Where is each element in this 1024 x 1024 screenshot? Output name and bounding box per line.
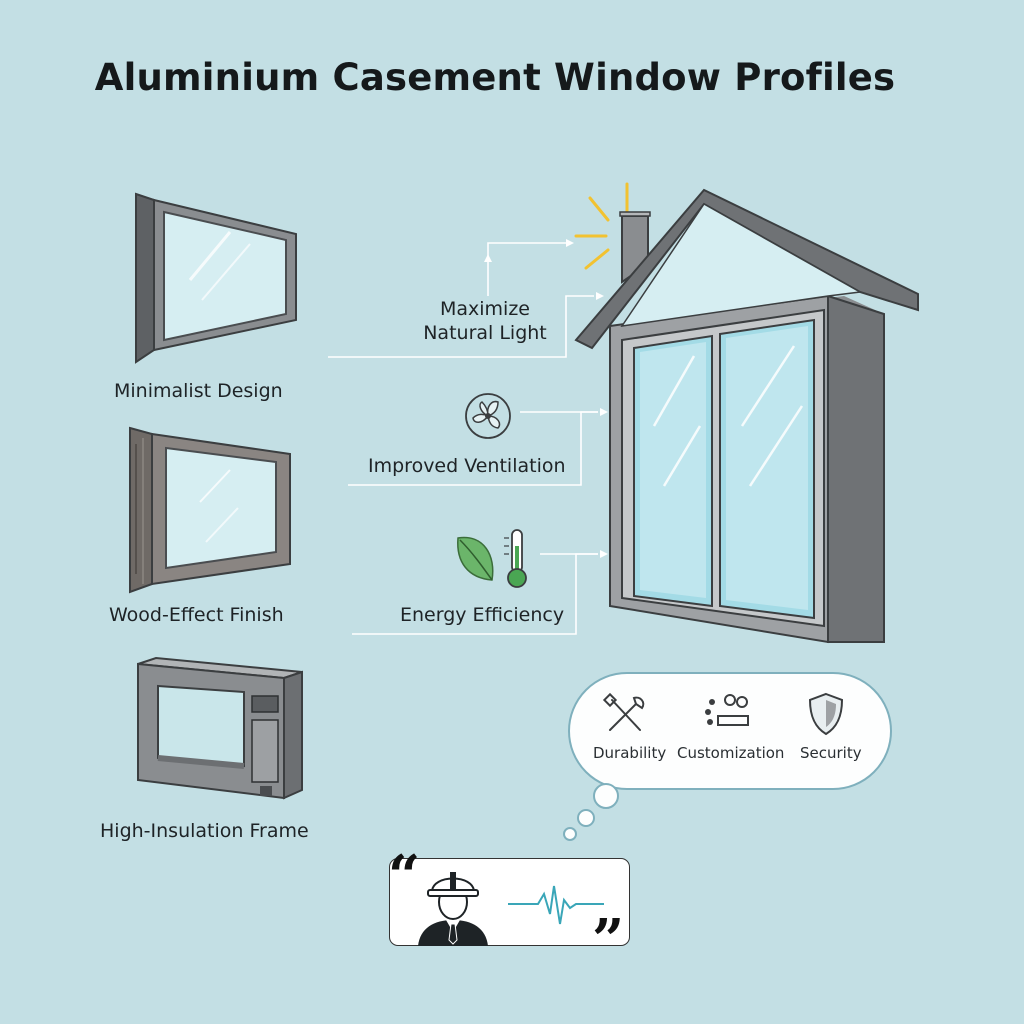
benefit-label-light-2: Natural Light <box>423 322 547 344</box>
customization-icon <box>705 694 749 726</box>
benefit-label-energy: Energy Efficiency <box>400 604 565 626</box>
waveform-icon <box>508 885 604 925</box>
house-window-illustration <box>574 188 919 644</box>
profile-label-wood: Wood-Effect Finish <box>109 604 284 626</box>
fan-icon <box>465 393 511 439</box>
feature-label-durability: Durability <box>593 744 667 762</box>
features-bubble <box>568 672 892 790</box>
profile-label-minimalist: Minimalist Design <box>114 380 283 402</box>
wood-effect-window-icon <box>129 426 291 594</box>
page-title: Aluminium Casement Window Profiles <box>94 56 896 99</box>
benefit-label-ventilation: Improved Ventilation <box>368 455 566 477</box>
sun-rays-icon <box>574 182 629 270</box>
leaf-thermometer-icon <box>457 529 527 588</box>
close-quote-icon: ” <box>592 907 625 973</box>
engineer-avatar-icon <box>418 872 488 946</box>
thought-bubble-dots <box>563 783 619 841</box>
tools-icon <box>602 692 645 731</box>
profile-label-insulation: High-Insulation Frame <box>100 820 309 842</box>
shield-icon <box>808 692 844 736</box>
feature-label-security: Security <box>800 744 862 762</box>
feature-label-customization: Customization <box>677 744 785 762</box>
benefit-label-light-1: Maximize <box>439 298 530 320</box>
insulated-frame-icon <box>137 656 303 800</box>
open-quote-icon: “ <box>388 843 421 909</box>
minimalist-window-icon <box>135 192 297 364</box>
